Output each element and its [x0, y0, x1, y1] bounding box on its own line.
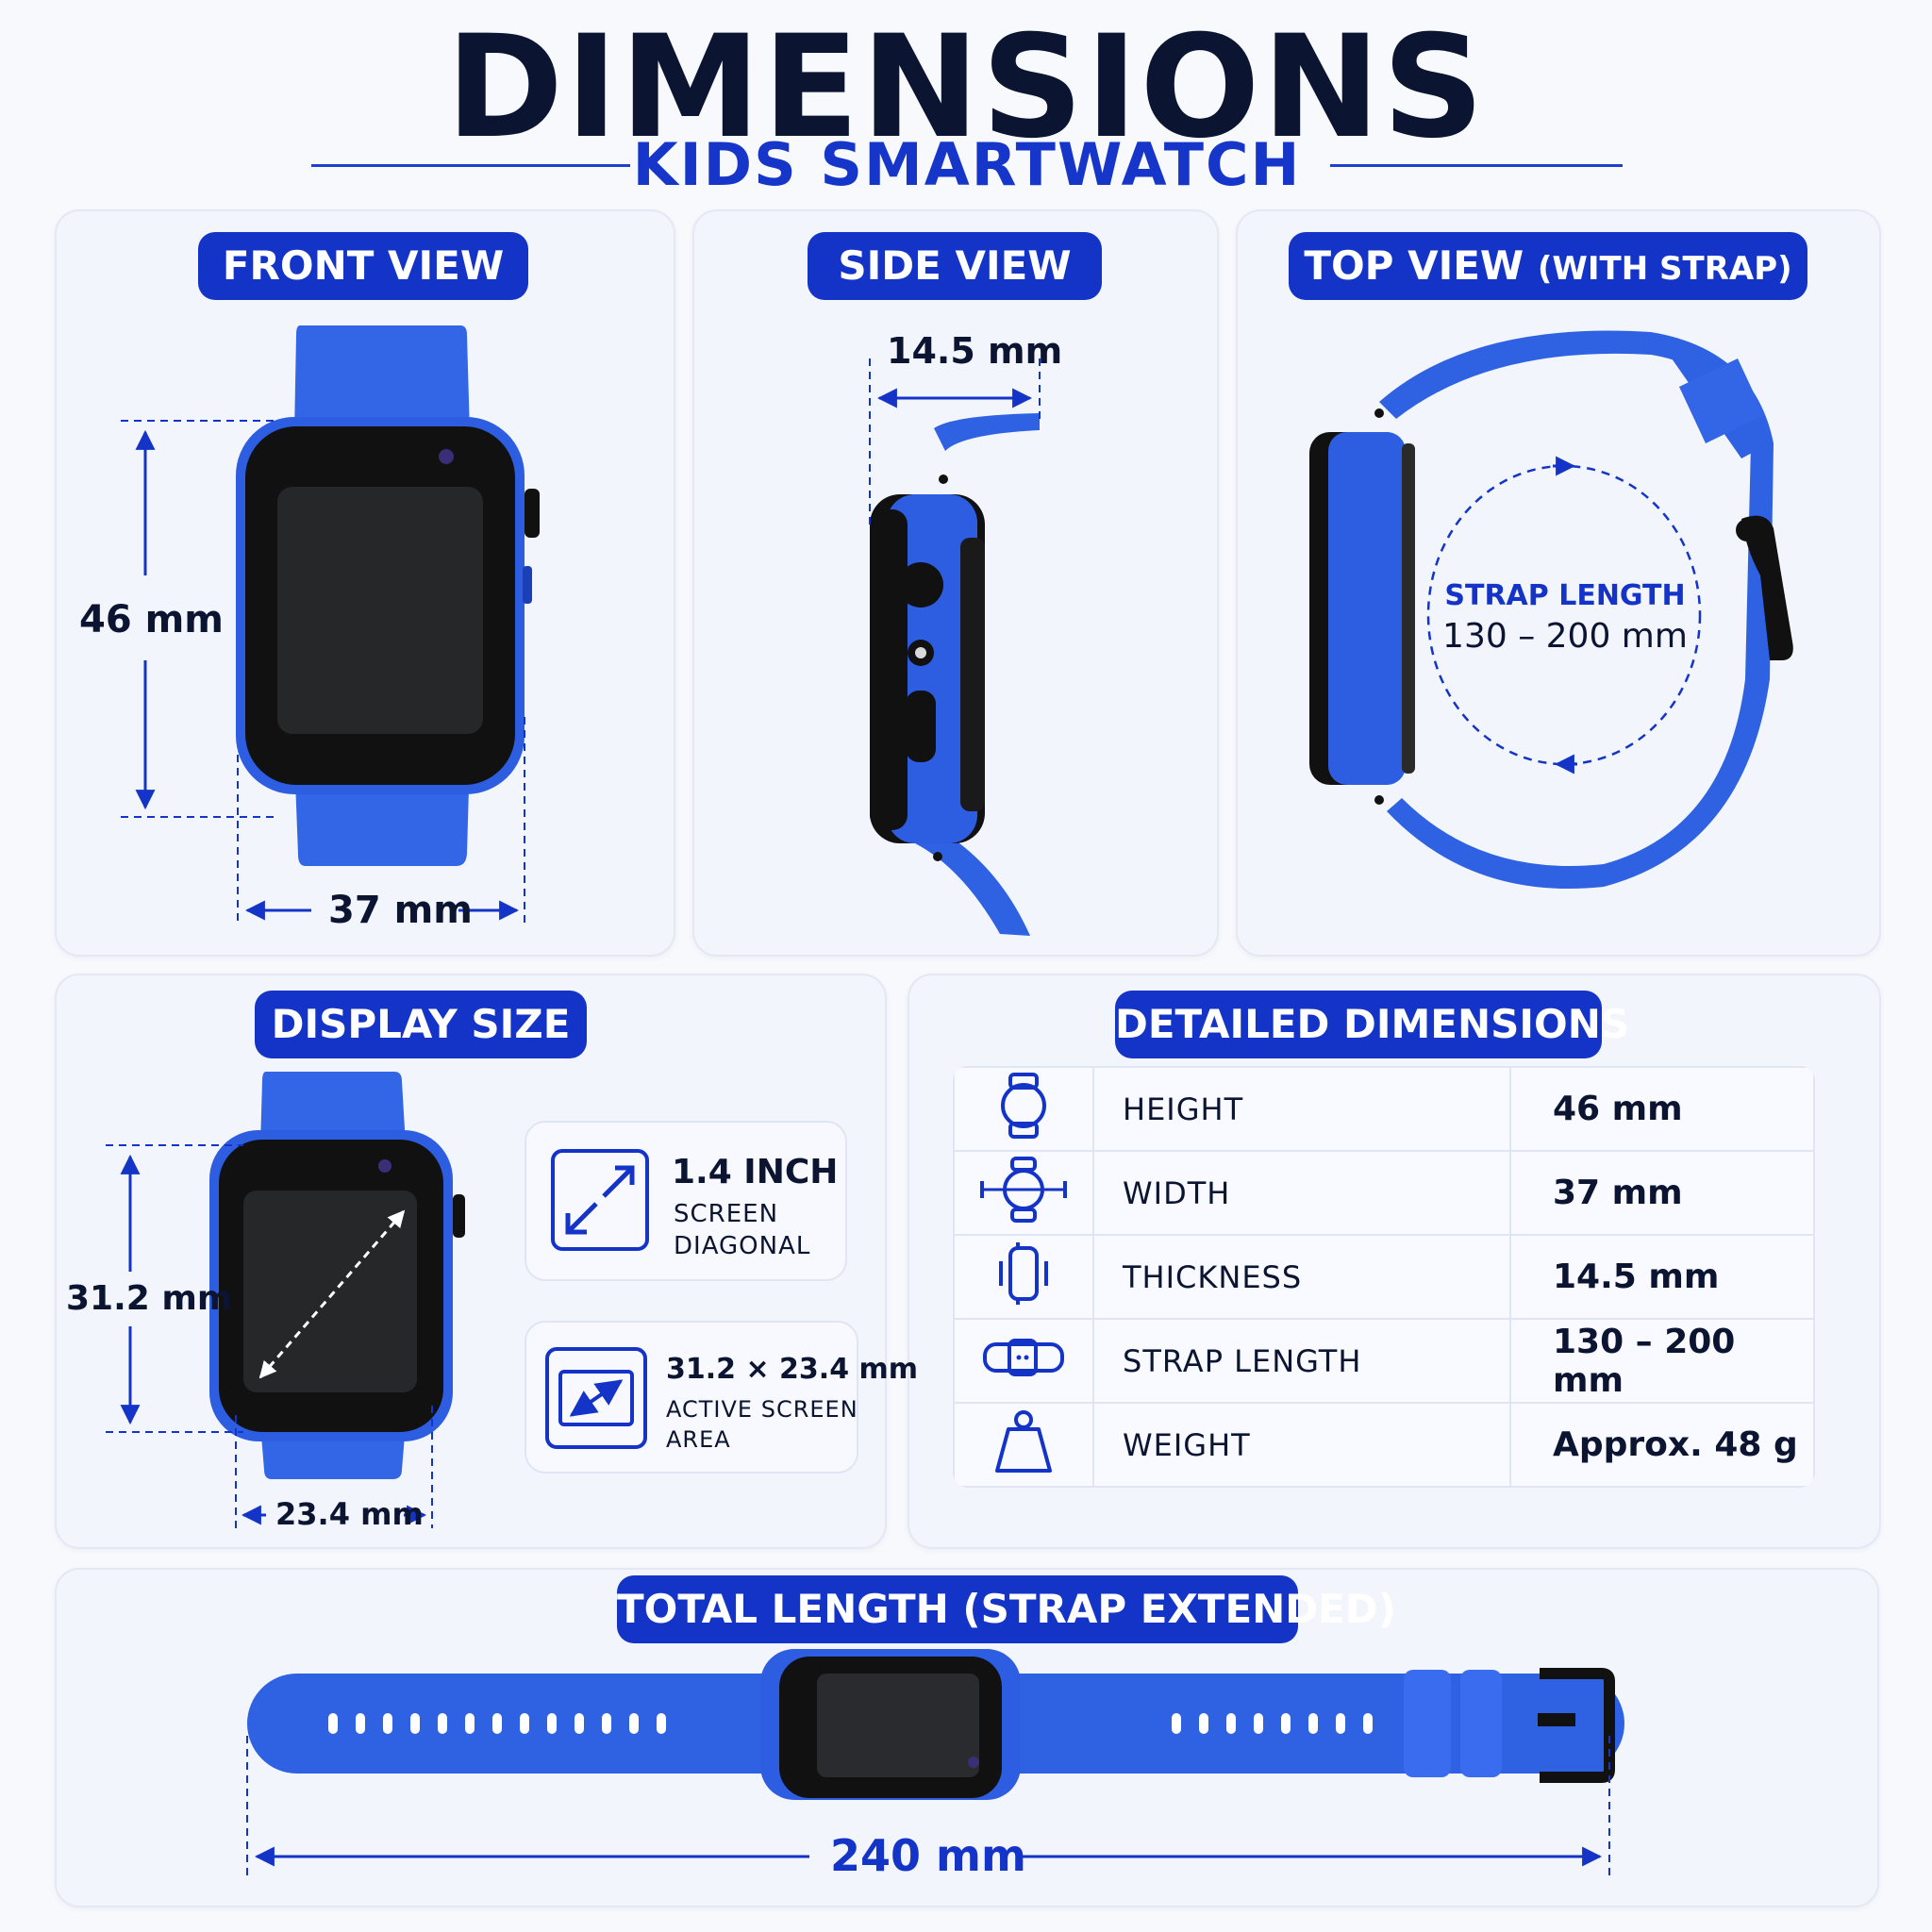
strap-hole: [1199, 1713, 1208, 1734]
page-subtitle: KIDS SMARTWATCH: [632, 130, 1302, 199]
top-view-label-main: TOP VIEW: [1304, 242, 1524, 289]
weight-icon: [953, 1402, 1094, 1488]
strap-hole: [1308, 1713, 1318, 1734]
total-length-value: 240 mm: [830, 1830, 1026, 1881]
row-label: WIDTH: [1092, 1150, 1511, 1236]
watch-width-icon: [953, 1150, 1094, 1236]
active-area-line2: AREA: [666, 1426, 731, 1453]
side-watch-illustration: [870, 413, 1040, 936]
watch-height-icon: [953, 1066, 1094, 1152]
total-length-label: TOTAL LENGTH (STRAP EXTENDED): [617, 1575, 1396, 1643]
display-dimension-lines: [106, 1144, 433, 1528]
screen-diagonal-arrow: [258, 1209, 406, 1379]
screen-diagonal-card: 1.4 INCH SCREEN DIAGONAL: [525, 1121, 847, 1281]
strap-length-title: STRAP LENGTH: [1444, 579, 1686, 612]
strap-hole: [1226, 1713, 1236, 1734]
extended-strap-illustration: [247, 1649, 1624, 1800]
screen-diagonal-line2: DIAGONAL: [674, 1232, 811, 1260]
row-label: STRAP LENGTH: [1092, 1318, 1511, 1404]
front-view-label: FRONT VIEW: [198, 232, 528, 300]
display-width-label: 23.4 mm: [275, 1496, 424, 1532]
active-area-line1: ACTIVE SCREEN: [666, 1396, 858, 1423]
row-value: 14.5 mm: [1509, 1234, 1815, 1320]
side-thickness-label: 14.5 mm: [887, 330, 1063, 372]
screen-diagonal-line1: SCREEN: [674, 1200, 779, 1228]
strap-hole: [465, 1713, 475, 1734]
subtitle-row: KIDS SMARTWATCH: [311, 132, 1623, 198]
strap-hole: [1254, 1713, 1263, 1734]
active-area-card: 31.2 × 23.4 mm ACTIVE SCREEN AREA: [525, 1321, 918, 1474]
row-label: WEIGHT: [1092, 1402, 1511, 1488]
display-size-label: DISPLAY SIZE: [255, 991, 587, 1058]
active-area-title: 31.2 × 23.4 mm: [666, 1353, 919, 1386]
strap-length-circle: [1426, 456, 1702, 774]
page-title: DIMENSIONS: [445, 6, 1487, 170]
row-label: HEIGHT: [1092, 1066, 1511, 1152]
strap-hole: [575, 1713, 584, 1734]
top-view-label-suffix: (WITH STRAP): [1537, 250, 1792, 288]
strap-hole: [1363, 1713, 1373, 1734]
strap-hole: [520, 1713, 529, 1734]
strap-hole: [1172, 1713, 1181, 1734]
strap-length-value: 130 – 200 mm: [1442, 617, 1688, 656]
strap-hole: [1336, 1713, 1345, 1734]
front-dimension-lines: [121, 420, 525, 923]
front-height-label: 46 mm: [79, 598, 224, 641]
table-row: WEIGHT Approx. 48 g: [953, 1402, 1815, 1488]
table-row: HEIGHT 46 mm: [953, 1066, 1815, 1152]
expand-diagonal-icon: [551, 1149, 649, 1251]
subtitle-divider-left: [311, 164, 630, 167]
row-value: 130 – 200 mm: [1509, 1318, 1815, 1404]
screen-area-icon: [545, 1347, 647, 1449]
side-dimension-lines: [869, 358, 1041, 528]
table-row: THICKNESS 14.5 mm: [953, 1234, 1815, 1320]
table-row: STRAP LENGTH 130 – 200 mm: [953, 1318, 1815, 1404]
row-label: THICKNESS: [1092, 1234, 1511, 1320]
strap-holes: [328, 1713, 1373, 1734]
strap-hole: [410, 1713, 420, 1734]
subtitle-divider-right: [1330, 164, 1623, 167]
top-watch-illustration: [1309, 330, 1793, 890]
strap-hole: [356, 1713, 365, 1734]
front-watch-illustration: [236, 325, 540, 866]
side-view-label: SIDE VIEW: [808, 232, 1102, 300]
strap-hole: [657, 1713, 666, 1734]
table-row: WIDTH 37 mm: [953, 1150, 1815, 1236]
strap-hole: [492, 1713, 502, 1734]
total-length-dimension-lines: [246, 1736, 1610, 1875]
strap-hole: [328, 1713, 338, 1734]
row-value: 37 mm: [1509, 1150, 1815, 1236]
strap-hole: [547, 1713, 557, 1734]
strap-hole: [383, 1713, 392, 1734]
strap-hole: [1281, 1713, 1291, 1734]
row-value: Approx. 48 g: [1509, 1402, 1815, 1488]
watch-thickness-icon: [953, 1234, 1094, 1320]
top-view-label: TOP VIEW (WITH STRAP): [1289, 232, 1807, 300]
detailed-dimensions-table: HEIGHT 46 mm WIDTH 37 mm: [953, 1066, 1815, 1488]
strap-hole: [602, 1713, 611, 1734]
screen-diagonal-title: 1.4 INCH: [672, 1153, 839, 1191]
row-value: 46 mm: [1509, 1066, 1815, 1152]
detailed-dimensions-label: DETAILED DIMENSIONS: [1115, 991, 1629, 1058]
display-watch-illustration: [209, 1072, 465, 1479]
strap-hole: [438, 1713, 447, 1734]
strap-icon: [953, 1318, 1094, 1404]
front-width-label: 37 mm: [328, 889, 473, 932]
strap-hole: [629, 1713, 639, 1734]
display-height-label: 31.2 mm: [66, 1279, 233, 1318]
